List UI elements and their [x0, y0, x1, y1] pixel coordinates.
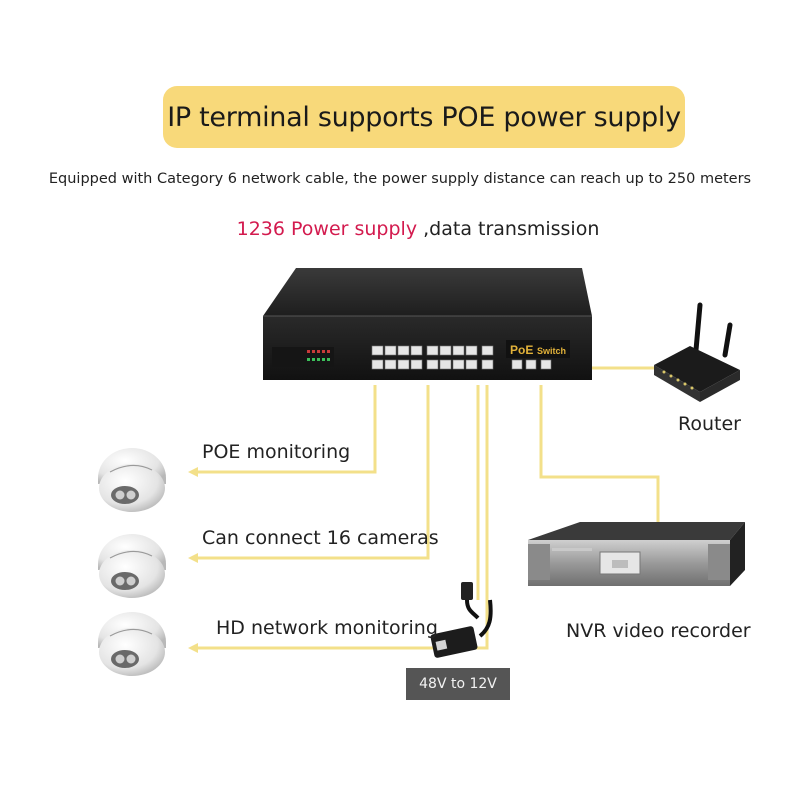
switch-logo: Switch — [537, 346, 566, 356]
camera-label-2: Can connect 16 cameras — [202, 527, 439, 549]
camera-label-1: POE monitoring — [202, 441, 351, 463]
router-icon — [654, 302, 740, 402]
arrow-camera-3 — [188, 643, 198, 653]
dome-camera-1-icon — [98, 448, 166, 512]
power-converter-icon — [430, 582, 493, 658]
flow-label-rest: ,data transmission — [423, 218, 600, 240]
router-label: Router — [678, 413, 741, 435]
switch-poe-logo: PoE — [510, 343, 533, 357]
nvr-label: NVR video recorder — [566, 620, 751, 642]
dome-camera-2-icon — [98, 534, 166, 598]
dome-camera-3-icon — [98, 612, 166, 676]
switch-ports — [371, 345, 552, 370]
camera-label-3: HD network monitoring — [216, 617, 438, 639]
cable-camera-1 — [195, 385, 377, 474]
arrow-camera-2 — [188, 553, 198, 563]
subtitle: Equipped with Category 6 network cable, … — [48, 171, 752, 187]
cable-camera-3 — [195, 385, 489, 650]
nvr-recorder-icon — [528, 522, 745, 586]
flow-label: 1236 Power supply ,data transmission — [0, 218, 800, 240]
cables — [195, 366, 660, 650]
page-title: IP terminal supports POE power supply — [167, 101, 681, 133]
cable-camera-2 — [195, 385, 430, 560]
cable-nvr — [539, 385, 660, 532]
flow-label-highlight: 1236 Power supply — [236, 218, 418, 240]
poe-switch: PoE Switch — [263, 268, 592, 380]
converter-label: 48V to 12V — [419, 676, 497, 692]
converter-badge: 48V to 12V — [406, 668, 510, 700]
title-banner: IP terminal supports POE power supply — [163, 86, 685, 148]
arrow-camera-1 — [188, 467, 198, 477]
